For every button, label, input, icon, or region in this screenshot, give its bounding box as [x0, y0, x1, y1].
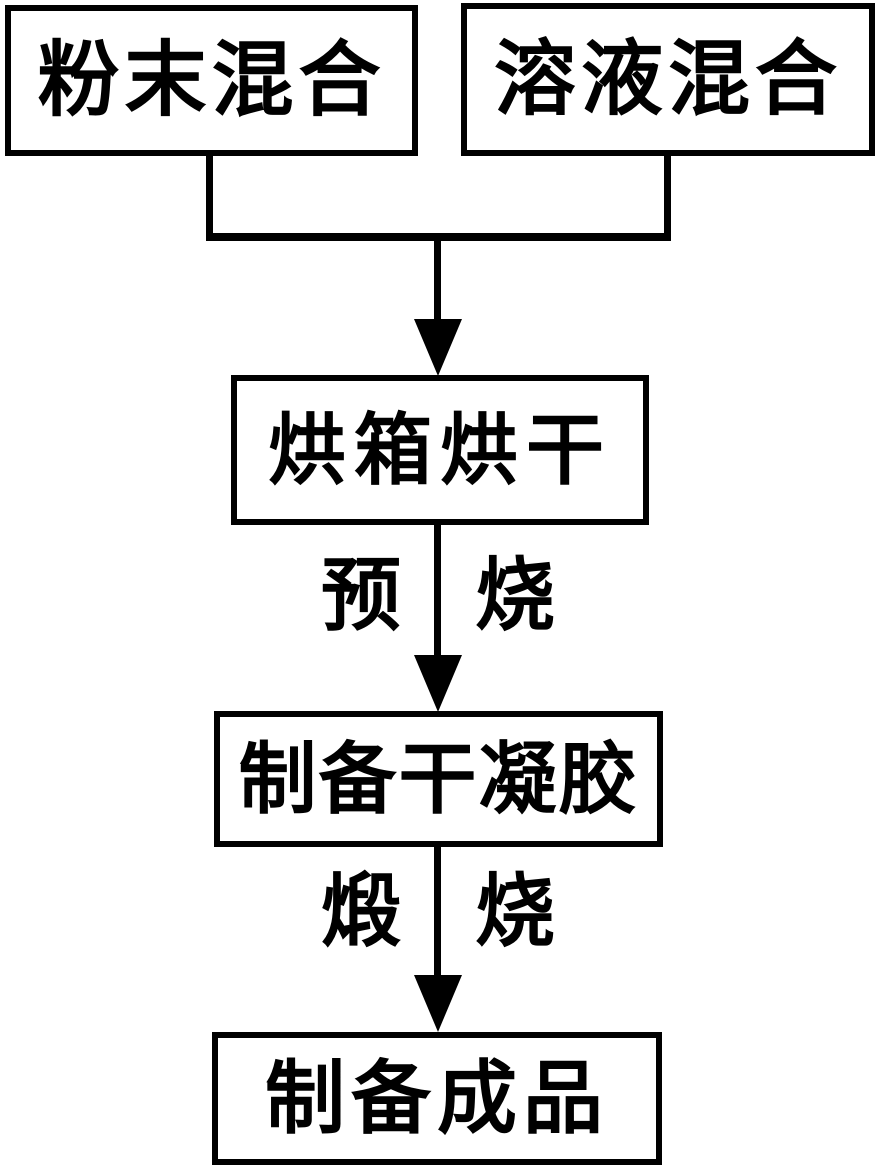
connector-right-drop-line: [664, 154, 671, 236]
edge-label-calcination-right: 烧: [475, 867, 555, 956]
connector-merge-horizontal-line: [206, 233, 671, 241]
node-dry-gel-preparation-label: 制备干凝胶: [238, 735, 639, 823]
arrow-down-2-icon: [414, 655, 462, 712]
node-powder-mixing-label: 粉末混合: [37, 34, 386, 126]
node-final-product-preparation-label: 制备成品: [265, 1053, 609, 1143]
connector-merge-to-oven-line: [434, 241, 441, 323]
node-solution-mixing: 溶液混合: [461, 3, 875, 156]
node-oven-drying: 烘箱烘干: [231, 375, 649, 525]
node-dry-gel-preparation: 制备干凝胶: [214, 711, 663, 847]
node-powder-mixing: 粉末混合: [5, 5, 418, 156]
edge-label-presintering-left: 预: [321, 551, 401, 640]
node-oven-drying-label: 烘箱烘干: [267, 406, 612, 494]
edge-label-presintering-right: 烧: [475, 551, 555, 640]
connector-left-drop-line: [206, 154, 213, 236]
connector-oven-to-gel-line: [434, 525, 441, 659]
arrow-down-1-icon: [414, 319, 462, 376]
connector-gel-to-product-line: [434, 847, 441, 979]
node-final-product-preparation: 制备成品: [212, 1032, 662, 1165]
arrow-down-3-icon: [414, 975, 462, 1032]
edge-label-calcination-left: 煅: [321, 867, 401, 956]
node-solution-mixing-label: 溶液混合: [493, 33, 842, 125]
